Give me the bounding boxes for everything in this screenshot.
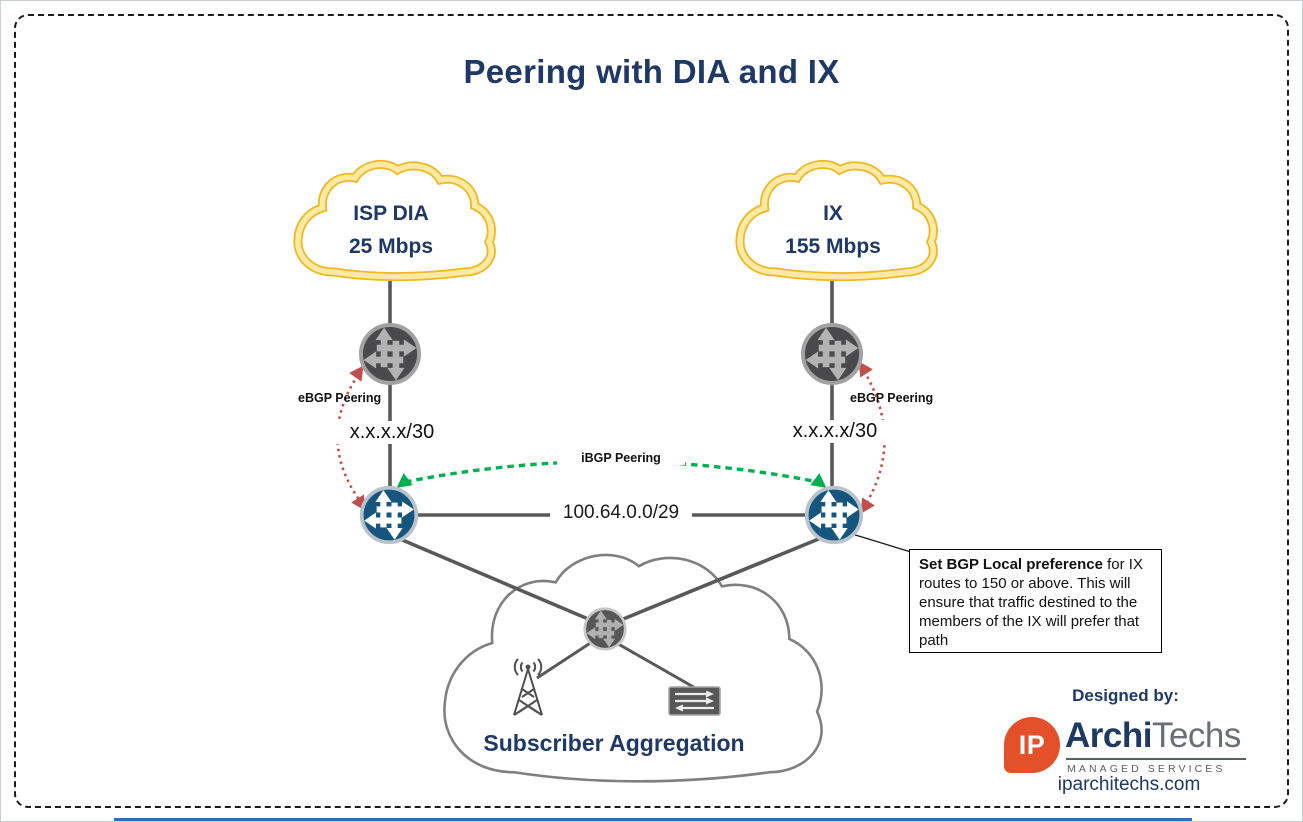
ix-cloud-label: IX 155 Mbps (730, 197, 936, 263)
callout-bold-text: Set BGP Local preference (919, 556, 1103, 573)
subnet-label-right: x.x.x.x/30 (777, 420, 893, 443)
isp-dia-cloud-label: ISP DIA 25 Mbps (288, 197, 494, 263)
logo-archi-text: Archi (1065, 716, 1152, 755)
ix-bandwidth: 155 Mbps (785, 235, 881, 258)
ebgp-peering-label-right: eBGP Peering (850, 391, 934, 405)
subscriber-aggregation-label: Subscriber Aggregation (483, 730, 745, 756)
ix-name: IX (823, 202, 843, 225)
ip-architechs-wordmark: Archi Techs (1065, 716, 1241, 760)
edge-router-left-icon (361, 325, 419, 383)
core-router-left-icon (362, 488, 417, 543)
ip-architechs-logo-badge: IP (1004, 717, 1060, 773)
link-core-right-to-agg (610, 536, 822, 626)
logo-tagline: MANAGED SERVICES (1067, 763, 1226, 775)
core-router-right-icon (807, 488, 862, 543)
ebgp-peering-label-left: eBGP Peering (298, 391, 382, 405)
core-subnet-label: 100.64.0.0/29 (550, 502, 692, 524)
ethernet-switch-icon (668, 686, 721, 716)
link-core-left-to-agg (399, 537, 601, 626)
page-title: Peering with DIA and IX (463, 53, 840, 90)
subnet-label-left: x.x.x.x/30 (334, 421, 450, 444)
designed-by-label: Designed by: (1072, 686, 1179, 705)
logo-techs-text: Techs (1151, 716, 1241, 755)
aggregation-router-icon (585, 609, 625, 649)
website-text: iparchitechs.com (1057, 774, 1201, 795)
bgp-local-preference-callout: Set BGP Local preference for IX routes t… (909, 549, 1162, 653)
ebgp-arrow-left (336, 361, 372, 515)
link-agg-to-switch (612, 639, 698, 691)
edge-router-right-icon (803, 325, 861, 383)
radio-tower-icon (513, 658, 543, 716)
callout-body-text: for IX routes to 150 or above. This will… (919, 556, 1143, 649)
callout-leader-line (851, 533, 912, 553)
ibgp-peering-label: iBGP Peering (557, 451, 685, 465)
screen-edge-artifact (114, 818, 1192, 821)
ibgp-arrow (392, 459, 831, 494)
link-agg-to-tower (536, 636, 599, 680)
logo-underline (1066, 758, 1246, 760)
isp-dia-bandwidth: 25 Mbps (348, 235, 434, 258)
isp-dia-name: ISP DIA (353, 202, 429, 225)
